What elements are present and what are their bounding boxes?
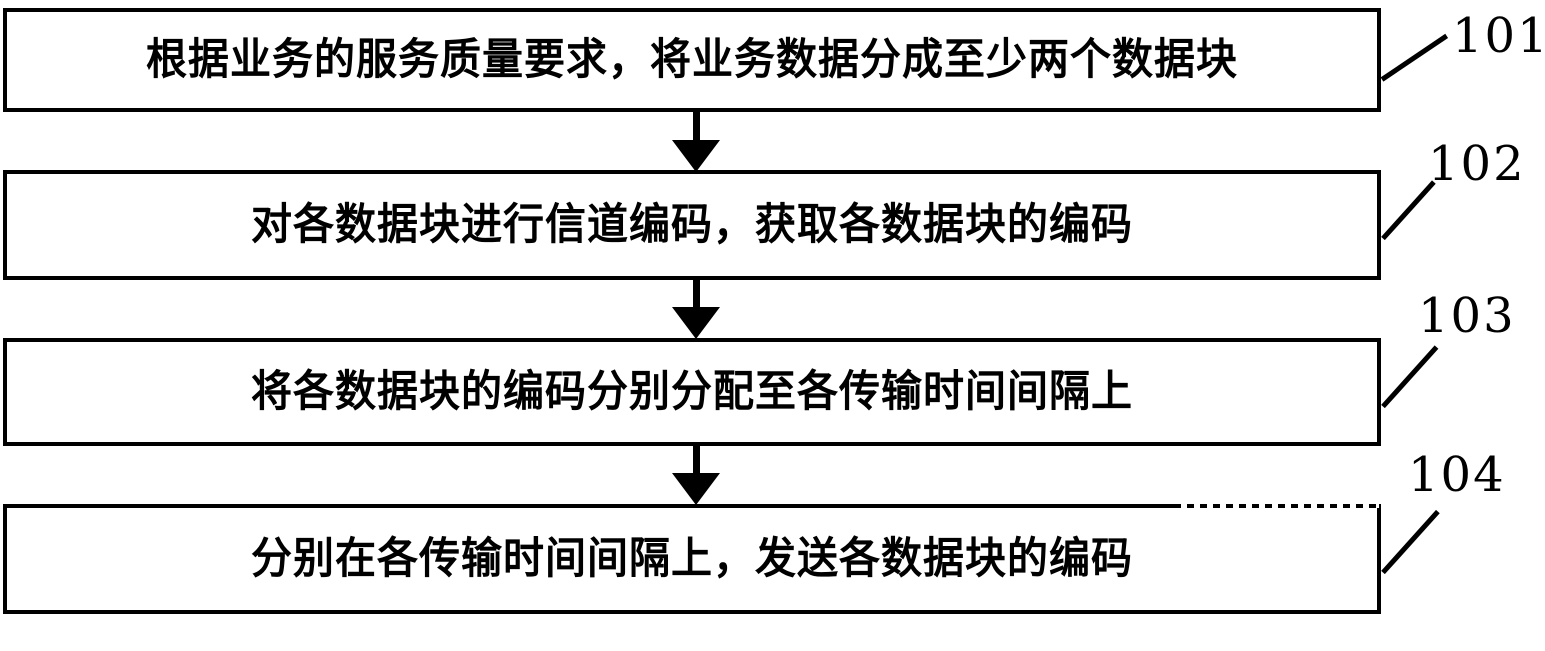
flowchart-step-102: 对各数据块进行信道编码，获取各数据块的编码: [3, 170, 1381, 280]
leader-line-101: [1380, 33, 1449, 82]
connector-103-to-104: [693, 446, 700, 476]
flowchart-step-101-label: 根据业务的服务质量要求，将业务数据分成至少两个数据块: [146, 33, 1238, 85]
reference-number-102: 102: [1428, 136, 1526, 192]
reference-number-101: 101: [1452, 8, 1545, 64]
connector-101-to-102: [693, 112, 700, 144]
arrowhead-down-icon-3: [672, 473, 720, 505]
flowchart-step-104-label: 分别在各传输时间间隔上，发送各数据块的编码: [251, 532, 1133, 584]
reference-number-103: 103: [1418, 288, 1516, 344]
arrowhead-down-icon-2: [672, 307, 720, 339]
leader-line-104: [1381, 509, 1440, 575]
connector-102-to-103: [693, 280, 700, 310]
box-104-top-border-artifact: [1174, 504, 1379, 508]
flowchart-step-101: 根据业务的服务质量要求，将业务数据分成至少两个数据块: [3, 8, 1381, 112]
flowchart-step-102-label: 对各数据块进行信道编码，获取各数据块的编码: [251, 198, 1133, 250]
leader-line-103: [1381, 345, 1439, 409]
flowchart-step-103-label: 将各数据块的编码分别分配至各传输时间间隔上: [251, 365, 1133, 417]
flowchart-step-104: 分别在各传输时间间隔上，发送各数据块的编码: [3, 504, 1381, 614]
reference-number-104: 104: [1408, 447, 1506, 503]
arrowhead-down-icon-1: [672, 140, 720, 172]
flowchart-step-103: 将各数据块的编码分别分配至各传输时间间隔上: [3, 338, 1381, 446]
